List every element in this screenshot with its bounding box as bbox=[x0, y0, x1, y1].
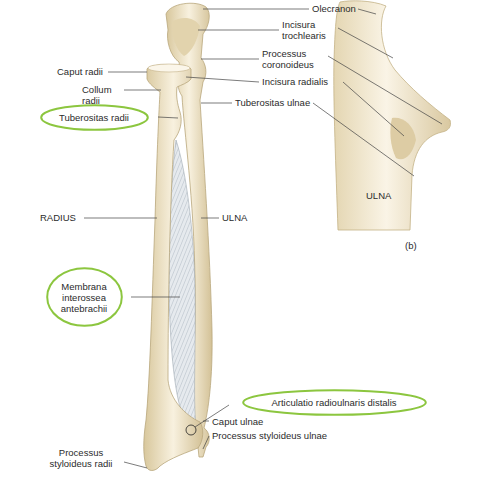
part-label: RADIUS bbox=[40, 212, 76, 223]
part-label: ULNA bbox=[222, 212, 247, 223]
part-label: Olecranon bbox=[312, 3, 356, 14]
ellipse-label: Tuberositas radii bbox=[59, 112, 129, 123]
leader-line bbox=[124, 90, 161, 91]
leader-line bbox=[84, 218, 157, 219]
leader-line bbox=[338, 28, 393, 58]
leader-line bbox=[203, 421, 209, 422]
part-label: ULNA bbox=[366, 190, 391, 201]
part-label: Incisura trochlearis bbox=[282, 19, 338, 41]
part-label: Caput ulnae bbox=[212, 416, 263, 427]
part-label: Collum radii bbox=[82, 84, 122, 106]
interosseous-membrane bbox=[169, 140, 196, 425]
highlight-ellipse: Articulatio radioulnaris distalis bbox=[242, 389, 427, 416]
part-label: Processus coronoideus bbox=[262, 48, 326, 70]
leader-line bbox=[343, 82, 404, 136]
highlight-ellipse: Tuberositas radii bbox=[40, 104, 149, 131]
ulna-inset-bone bbox=[334, 1, 451, 230]
ellipse-shape bbox=[41, 105, 148, 130]
part-label: Caput radii bbox=[57, 66, 103, 77]
leader-line bbox=[131, 297, 180, 298]
leader-line bbox=[328, 56, 442, 124]
leader-line bbox=[186, 77, 259, 82]
leader-line bbox=[124, 462, 147, 468]
leader-line bbox=[198, 30, 279, 31]
highlight-ellipse: Membrana interossea antebrachii bbox=[46, 267, 123, 327]
radial-notch-shade bbox=[390, 118, 416, 160]
leader-line bbox=[203, 9, 309, 10]
radius-bone bbox=[144, 65, 203, 471]
joint-marker bbox=[186, 425, 196, 435]
leader-line bbox=[158, 117, 178, 118]
part-label: (b) bbox=[405, 240, 417, 251]
leader-line bbox=[201, 59, 259, 60]
leader-line bbox=[358, 9, 376, 14]
leader-line bbox=[201, 103, 232, 104]
ellipse-shape bbox=[243, 390, 426, 415]
ellipse-shape bbox=[47, 268, 122, 326]
leader-line bbox=[201, 218, 219, 219]
part-label: Processus styloideus radii bbox=[40, 447, 122, 469]
part-label: Tuberositas ulnae bbox=[235, 97, 310, 108]
leader-line bbox=[313, 103, 414, 176]
part-label: Processus styloideus ulnae bbox=[212, 430, 327, 441]
radius-head-top bbox=[148, 64, 190, 72]
leader-line bbox=[108, 72, 147, 73]
leader-lines bbox=[84, 9, 442, 468]
ellipse-label: Membrana interossea antebrachii bbox=[54, 281, 114, 314]
trochlear-notch-shade bbox=[172, 18, 200, 56]
leader-line bbox=[203, 436, 209, 449]
part-label: Incisura radialis bbox=[262, 76, 328, 87]
ellipse-label: Articulatio radioulnaris distalis bbox=[271, 397, 396, 408]
